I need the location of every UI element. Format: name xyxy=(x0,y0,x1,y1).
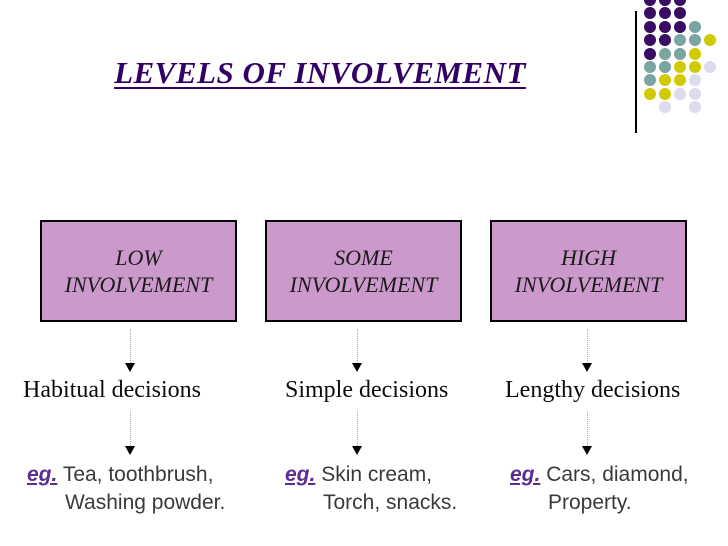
box-label-line2: INVOLVEMENT xyxy=(64,272,213,297)
decoration-dot xyxy=(644,20,656,33)
eg-text-line1: Cars, diamond, xyxy=(546,463,689,486)
arrow-shaft xyxy=(586,411,588,446)
decoration-dot xyxy=(644,47,656,60)
arrow-shaft xyxy=(356,411,358,446)
decoration-dot xyxy=(644,74,656,87)
arrow-head xyxy=(352,363,362,372)
down-arrow-icon xyxy=(581,411,593,455)
decoration-dot xyxy=(659,7,671,20)
decoration-dot xyxy=(704,34,716,47)
decoration-dot xyxy=(674,7,686,20)
eg-text-line1: Tea, toothbrush, xyxy=(62,463,214,486)
decoration-dot xyxy=(674,20,686,33)
decoration-dot xyxy=(659,101,671,114)
decoration-dot xyxy=(689,101,701,114)
dots-grid-decoration xyxy=(644,0,724,118)
decoration-dot xyxy=(659,47,671,60)
eg-text-line2: Torch, snacks. xyxy=(323,491,458,514)
arrow-shaft xyxy=(129,411,131,446)
down-arrow-icon xyxy=(124,329,136,372)
decoration-dot xyxy=(644,87,656,100)
decoration-dot xyxy=(689,34,701,47)
box-label-line2: INVOLVEMENT xyxy=(514,272,663,297)
decoration-dot xyxy=(689,20,701,33)
decoration-dot xyxy=(674,61,686,73)
decoration-dot xyxy=(674,74,686,87)
box-label-line2: INVOLVEMENT xyxy=(289,272,438,297)
eg-text-line1: Skin cream, xyxy=(321,463,433,486)
arrow-shaft xyxy=(129,329,131,363)
box-label-line1: SOME xyxy=(334,245,393,270)
decoration-dot xyxy=(644,34,656,47)
habitual-decisions-label: Habitual decisions xyxy=(23,377,201,403)
down-arrow-icon xyxy=(351,411,363,455)
decoration-dot xyxy=(644,61,656,73)
eg-label: eg. xyxy=(510,463,541,486)
arrow-shaft xyxy=(586,329,588,363)
decoration-dot xyxy=(674,0,686,6)
decoration-dot xyxy=(689,74,701,87)
decoration-vertical-line xyxy=(635,11,637,133)
eg-label: eg. xyxy=(285,463,316,486)
arrow-head xyxy=(125,446,135,455)
decoration-dot xyxy=(659,87,671,100)
decoration-dot xyxy=(674,87,686,100)
eg-label: eg. xyxy=(27,463,58,486)
decoration-dot xyxy=(689,87,701,100)
decoration-dot xyxy=(674,47,686,60)
decoration-dot xyxy=(659,0,671,6)
decoration-dot xyxy=(659,34,671,47)
examples-some-involvement: eg. Skin cream, Torch, snacks. xyxy=(285,461,457,517)
decoration-dot xyxy=(659,61,671,73)
down-arrow-icon xyxy=(351,329,363,372)
box-label-line1: LOW xyxy=(115,245,162,270)
decoration-dot xyxy=(704,61,716,73)
examples-low-involvement: eg. Tea, toothbrush, Washing powder. xyxy=(27,461,225,517)
lengthy-decisions-label: Lengthy decisions xyxy=(505,377,681,403)
eg-text-line2: Property. xyxy=(548,491,632,514)
arrow-head xyxy=(582,363,592,372)
examples-high-involvement: eg. Cars, diamond, Property. xyxy=(510,461,689,517)
arrow-shaft xyxy=(356,329,358,363)
low-involvement-box: LOW INVOLVEMENT xyxy=(40,220,237,322)
down-arrow-icon xyxy=(124,411,136,455)
simple-decisions-label: Simple decisions xyxy=(285,377,449,403)
decoration-dot xyxy=(689,61,701,73)
decoration-dot xyxy=(659,74,671,87)
decoration-dot xyxy=(644,7,656,20)
eg-text-line2: Washing powder. xyxy=(65,491,226,514)
high-involvement-box: HIGH INVOLVEMENT xyxy=(490,220,687,322)
slide-title: LEVELS OF INVOLVEMENT xyxy=(114,55,526,90)
decoration-dot xyxy=(689,47,701,60)
arrow-head xyxy=(125,363,135,372)
box-label-line1: HIGH xyxy=(561,245,616,270)
decoration-dot xyxy=(674,34,686,47)
decoration-dot xyxy=(659,20,671,33)
arrow-head xyxy=(352,446,362,455)
down-arrow-icon xyxy=(581,329,593,372)
arrow-head xyxy=(582,446,592,455)
some-involvement-box: SOME INVOLVEMENT xyxy=(265,220,462,322)
decoration-dot xyxy=(644,0,656,6)
